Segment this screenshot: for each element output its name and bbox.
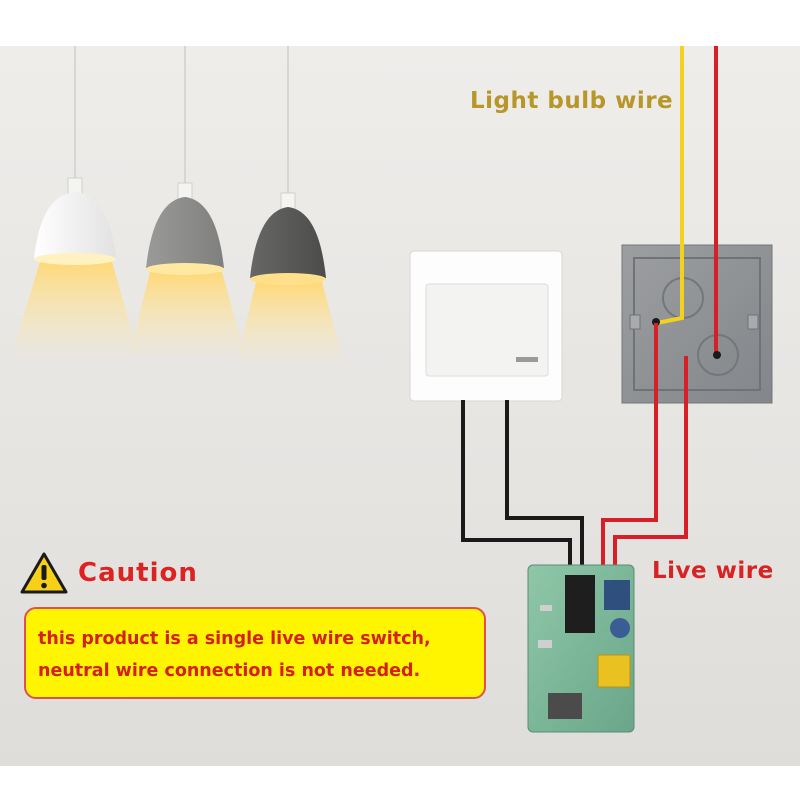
caution-header: Caution: [20, 548, 198, 598]
wall-light-switch: [409, 250, 563, 402]
wiring-illustration: [10, 46, 773, 733]
live-wire-label: Live wire: [652, 558, 774, 584]
smart-switch-module: [527, 564, 635, 733]
black-wire-b: [505, 400, 584, 575]
pendant-lamp-white: [10, 46, 140, 360]
pendant-lamp-grey: [128, 46, 246, 360]
red-wire-to-module-a: [601, 323, 658, 575]
caution-title: Caution: [78, 558, 198, 588]
caution-line-1: this product is a single live wire switc…: [38, 629, 431, 649]
pendant-lamp-dark: [236, 46, 344, 365]
junction-box: [621, 244, 773, 404]
caution-line-2: neutral wire connection is not needed.: [38, 661, 421, 681]
red-wire-to-module-b: [613, 356, 688, 575]
yellow-wire: [656, 46, 684, 325]
caution-message-box: this product is a single live wire switc…: [24, 607, 486, 699]
warning-triangle-icon: [20, 552, 68, 594]
light-bulb-wire-label: Light bulb wire: [470, 88, 674, 114]
black-wire-a: [461, 400, 572, 575]
